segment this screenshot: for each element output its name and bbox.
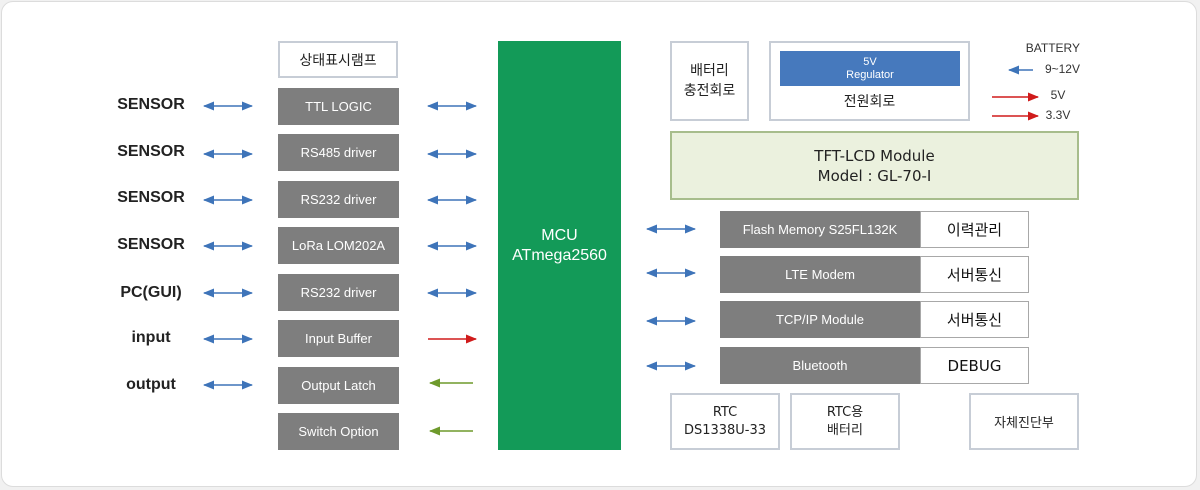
battery-charge-line1: 배터리: [690, 63, 729, 79]
mcu-title: MCU: [541, 226, 578, 244]
interface-rs232-driver-2: RS232 driver: [278, 274, 399, 311]
output-label: output: [126, 376, 176, 393]
power-circuit-label: 전원회로: [843, 94, 896, 110]
output-5v-label: 5V: [1050, 88, 1066, 102]
interface-lora: LoRa LOM202A: [278, 227, 399, 264]
tag-server-comm-1: 서버통신: [920, 256, 1029, 293]
mcu-model: ATmega2560: [512, 246, 607, 264]
rtc-title: RTC: [712, 404, 738, 420]
tag-server-comm-2: 서버통신: [920, 301, 1029, 338]
self-diagnosis-block: 자체진단부: [969, 393, 1079, 450]
battery-charge-line2: 충전회로: [683, 83, 736, 99]
interface-rs485-driver: RS485 driver: [278, 134, 399, 171]
status-lamp-box: 상태표시램프: [278, 41, 398, 78]
module-lte-modem: LTE Modem: [720, 256, 920, 293]
mcu-block: MCU ATmega2560: [498, 41, 621, 450]
interface-ttl-logic: TTL LOGIC: [278, 88, 399, 125]
output-3v3-label: 3.3V: [1045, 108, 1071, 122]
sensor-label-1: SENSOR: [117, 96, 185, 113]
rtc-battery-block: RTC용 배터리: [790, 393, 900, 450]
input-label: input: [131, 329, 171, 346]
rtc-battery-line2: 배터리: [827, 422, 863, 438]
tag-history: 이력관리: [920, 211, 1029, 248]
sensor-label-2: SENSOR: [117, 143, 185, 160]
regulator-label: Regulator: [846, 68, 894, 81]
module-tcpip: TCP/IP Module: [720, 301, 920, 338]
sensor-label-4: SENSOR: [117, 236, 185, 253]
rtc-block: RTC DS1338U-33: [670, 393, 780, 450]
battery-voltage: 9~12V: [1044, 62, 1080, 76]
pc-gui-label: PC(GUI): [120, 284, 182, 301]
lcd-model: Model : GL-70-I: [817, 166, 932, 185]
rtc-battery-line1: RTC용: [826, 404, 864, 420]
rtc-model: DS1338U-33: [683, 422, 767, 438]
tag-debug: DEBUG: [920, 347, 1029, 384]
regulator-voltage: 5V: [863, 55, 877, 68]
interface-switch-option: Switch Option: [278, 413, 399, 450]
battery-charge-circuit: 배터리 충전회로: [670, 41, 749, 121]
sensor-label-3: SENSOR: [117, 189, 185, 206]
regulator-block: 5V Regulator: [780, 51, 960, 86]
battery-label: BATTERY: [1025, 41, 1080, 55]
interface-output-latch: Output Latch: [278, 367, 399, 404]
module-flash-memory: Flash Memory S25FL132K: [720, 211, 920, 248]
lcd-title: TFT-LCD Module: [814, 146, 935, 165]
module-bluetooth: Bluetooth: [720, 347, 920, 384]
interface-input-buffer: Input Buffer: [278, 320, 399, 357]
tft-lcd-module: TFT-LCD Module Model : GL-70-I: [670, 131, 1079, 200]
interface-rs232-driver-1: RS232 driver: [278, 181, 399, 218]
